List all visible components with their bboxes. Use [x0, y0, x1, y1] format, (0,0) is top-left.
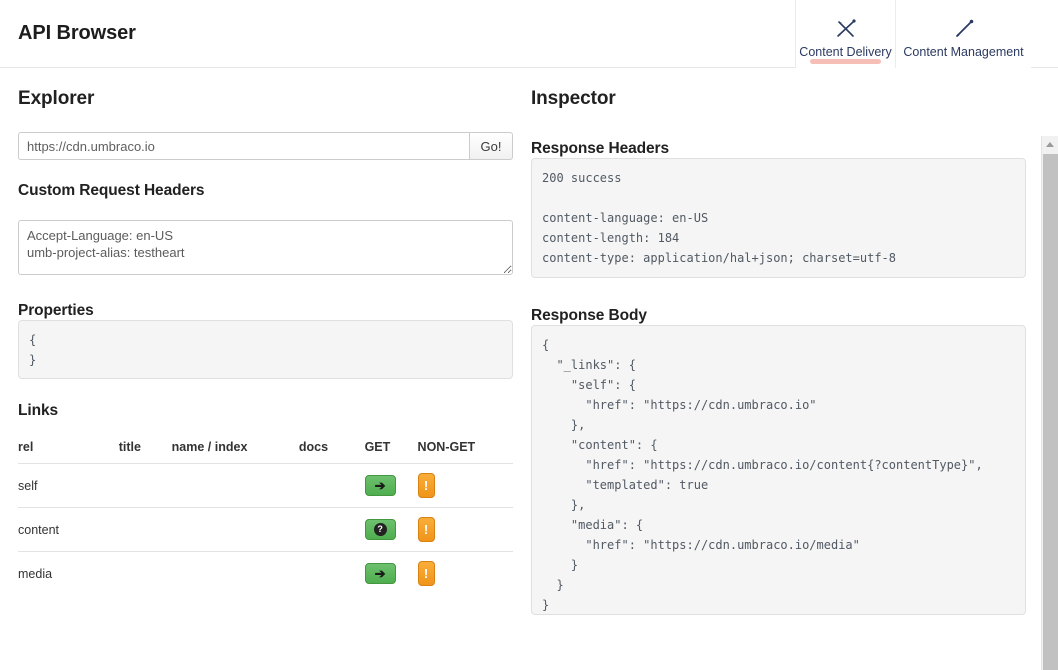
column-header-name-index: name / index: [172, 440, 299, 464]
cell-title: [119, 552, 172, 596]
url-input[interactable]: [18, 132, 469, 160]
column-header-title: title: [119, 440, 172, 464]
column-header-get: GET: [365, 440, 418, 464]
scroll-up-arrow-icon: [1046, 142, 1054, 147]
page-body: Explorer Go! Custom Request Headers Acce…: [0, 68, 1058, 670]
scrollbar-thumb[interactable]: [1043, 154, 1058, 670]
table-row: media ➔ !: [18, 552, 513, 596]
cell-non-get: !: [418, 508, 513, 552]
tab-content-management-label: Content Management: [903, 46, 1023, 60]
get-question-button[interactable]: ?: [365, 519, 396, 540]
non-get-warning-button[interactable]: !: [418, 517, 435, 542]
cell-rel: self: [18, 464, 119, 508]
response-headers-value: 200 success content-language: en-US cont…: [531, 158, 1026, 278]
cell-title: [119, 464, 172, 508]
response-body-value: { "_links": { "self": { "href": "https:/…: [531, 325, 1026, 615]
cell-name-index: [172, 552, 299, 596]
tab-active-underline: [810, 59, 881, 64]
cell-name-index: [172, 508, 299, 552]
properties-value: { }: [18, 320, 513, 379]
table-row: self ➔ !: [18, 464, 513, 508]
inspector-title: Inspector: [531, 68, 1026, 110]
properties-title: Properties: [18, 302, 513, 320]
links-table-header-row: rel title name / index docs GET NON-GET: [18, 440, 513, 464]
links-table: rel title name / index docs GET NON-GET …: [18, 440, 513, 595]
column-header-non-get: NON-GET: [418, 440, 513, 464]
non-get-warning-button[interactable]: !: [418, 561, 435, 586]
column-header-rel: rel: [18, 440, 119, 464]
get-arrow-button[interactable]: ➔: [365, 563, 396, 584]
custom-request-headers-input[interactable]: Accept-Language: en-US umb-project-alias…: [18, 220, 513, 275]
response-headers-title: Response Headers: [531, 140, 1026, 158]
cell-rel: content: [18, 508, 119, 552]
links-title: Links: [18, 402, 513, 420]
url-input-group: Go!: [18, 132, 513, 160]
cell-rel: media: [18, 552, 119, 596]
links-table-wrapper: rel title name / index docs GET NON-GET …: [18, 440, 513, 595]
tab-content-management[interactable]: Content Management: [896, 0, 1031, 68]
inspector-panel: Inspector Response Headers 200 success c…: [531, 68, 1026, 615]
scrollbar-up-arrow[interactable]: [1042, 136, 1058, 153]
cell-name-index: [172, 464, 299, 508]
response-body-title: Response Body: [531, 307, 1026, 325]
cell-docs: [299, 508, 365, 552]
cell-get: ➔: [365, 464, 418, 508]
cell-docs: [299, 464, 365, 508]
cell-non-get: !: [418, 464, 513, 508]
arrow-right-icon: ➔: [375, 567, 386, 580]
cell-get: ?: [365, 508, 418, 552]
explorer-panel: Explorer Go! Custom Request Headers Acce…: [18, 68, 513, 595]
custom-request-headers-title: Custom Request Headers: [18, 182, 513, 200]
column-header-docs: docs: [299, 440, 365, 464]
cell-get: ➔: [365, 552, 418, 596]
question-mark-icon: ?: [374, 523, 387, 536]
get-arrow-button[interactable]: ➔: [365, 475, 396, 496]
arrow-right-icon: ➔: [375, 479, 386, 492]
explorer-title: Explorer: [18, 68, 513, 110]
pencil-icon: [951, 15, 977, 43]
cell-title: [119, 508, 172, 552]
page-scrollbar[interactable]: [1041, 136, 1058, 670]
table-row: content ? !: [18, 508, 513, 552]
non-get-warning-button[interactable]: !: [418, 473, 435, 498]
cell-docs: [299, 552, 365, 596]
cell-non-get: !: [418, 552, 513, 596]
tab-bar: Content Delivery Content Management: [795, 0, 1031, 68]
tab-content-delivery-label: Content Delivery: [799, 46, 891, 60]
tab-content-delivery[interactable]: Content Delivery: [795, 0, 896, 68]
app-header: API Browser Content Delivery: [0, 0, 1058, 68]
crossed-pencils-icon: [833, 15, 859, 43]
page-title: API Browser: [18, 22, 136, 45]
go-button[interactable]: Go!: [469, 132, 513, 160]
